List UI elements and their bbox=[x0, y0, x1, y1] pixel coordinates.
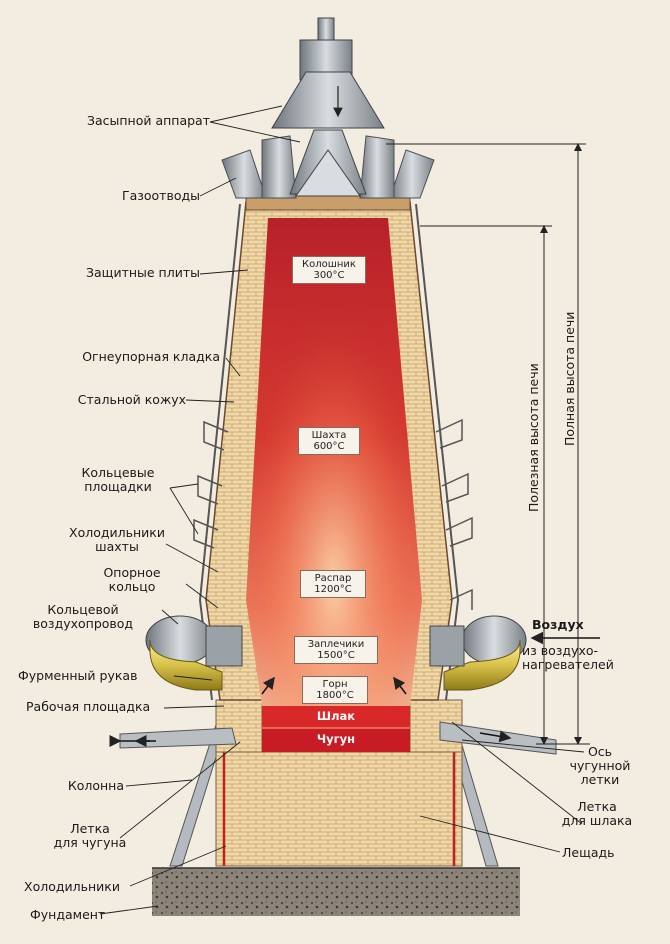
label-air: Воздух bbox=[532, 617, 584, 632]
zone-throat-temp: 300°С bbox=[313, 270, 345, 281]
zone-hearth: Горн 1800°С bbox=[302, 676, 368, 704]
zone-bosh-name: Заплечики bbox=[307, 639, 365, 650]
label-full-height: Полная высота печи bbox=[562, 311, 577, 446]
bustle-pipe bbox=[145, 615, 527, 691]
label-support-ring: Опорное кольцо bbox=[103, 565, 161, 594]
label-notch-axis: Ось чугунной летки bbox=[569, 744, 631, 787]
label-protective-plates: Защитные плиты bbox=[86, 265, 200, 280]
label-gas-offtakes: Газоотводы bbox=[121, 188, 200, 203]
charging-apparatus bbox=[271, 17, 385, 197]
label-coolers: Холодильники bbox=[24, 879, 120, 894]
label-shaft-coolers: Холодильники шахты bbox=[69, 525, 165, 554]
zone-shaft: Шахта 600°С bbox=[298, 427, 360, 455]
label-bustle-pipe: Кольцевой воздухопровод bbox=[32, 602, 134, 631]
zone-belly: Распар 1200°С bbox=[300, 570, 366, 598]
zone-belly-name: Распар bbox=[314, 573, 352, 584]
label-iron-layer: Чугун bbox=[316, 732, 356, 746]
label-foundation: Фундамент bbox=[30, 907, 106, 922]
zone-hearth-temp: 1800°С bbox=[316, 690, 354, 701]
zone-throat-name: Колошник bbox=[302, 259, 356, 270]
label-useful-height: Полезная высота печи bbox=[526, 363, 541, 512]
label-slag-notch: Летка для шлака bbox=[561, 799, 633, 828]
label-tuyere-stock: Фурменный рукав bbox=[18, 668, 138, 683]
label-steel-shell: Стальной кожух bbox=[77, 392, 186, 407]
gas-offtakes bbox=[221, 135, 435, 199]
zone-shaft-temp: 600°С bbox=[313, 441, 345, 452]
iron-layer bbox=[262, 728, 410, 752]
label-iron-notch: Летка для чугуна bbox=[53, 821, 127, 850]
label-slag-layer: Шлак bbox=[316, 709, 356, 723]
leader-lines bbox=[99, 105, 585, 915]
label-hearth-bottom: Лещадь bbox=[562, 845, 615, 860]
zone-belly-temp: 1200°С bbox=[314, 584, 352, 595]
label-refractory-lining: Огнеупорная кладка bbox=[82, 349, 220, 364]
label-charging-apparatus: Засыпной аппарат bbox=[86, 113, 210, 128]
zone-shaft-name: Шахта bbox=[311, 430, 347, 441]
foundation bbox=[152, 868, 520, 916]
slag-layer bbox=[262, 706, 410, 728]
zone-throat: Колошник 300°С bbox=[292, 256, 366, 284]
zone-bosh: Заплечики 1500°С bbox=[294, 636, 378, 664]
working-floor-left bbox=[119, 727, 237, 749]
label-column: Колонна bbox=[67, 778, 124, 793]
steel-shell-right bbox=[415, 203, 460, 701]
ring-platforms-left bbox=[193, 420, 229, 549]
label-working-floor: Рабочая площадка bbox=[26, 699, 151, 714]
zone-bosh-temp: 1500°С bbox=[317, 650, 355, 661]
label-ring-platforms: Кольцевые площадки bbox=[81, 465, 155, 494]
hearth-bottom-brickwork bbox=[215, 751, 463, 867]
zone-hearth-name: Горн bbox=[322, 679, 348, 690]
ring-platforms-right bbox=[435, 418, 473, 610]
label-air-from-stoves: из воздухо- нагревателей bbox=[522, 643, 614, 672]
